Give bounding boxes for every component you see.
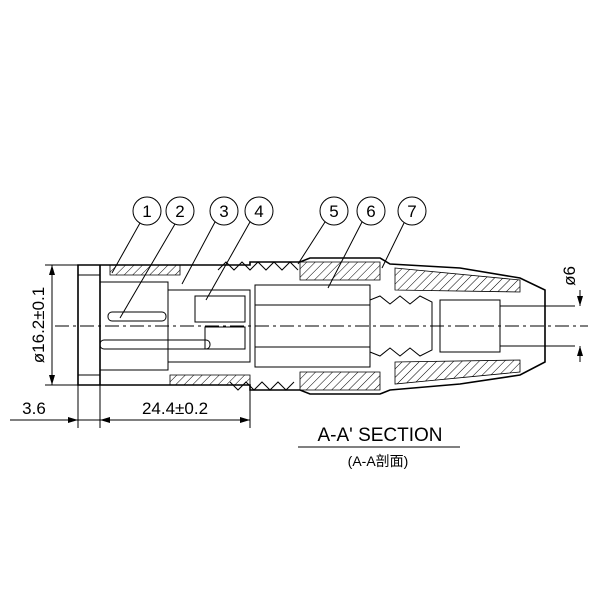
- balloon-3-label: 3: [219, 202, 228, 221]
- balloon-2: 2: [119, 196, 195, 319]
- balloon-6-label: 6: [366, 202, 375, 221]
- dimension-length-front-label: 3.6: [22, 399, 46, 418]
- balloon-2-label: 2: [175, 202, 184, 221]
- dimension-diameter-cable: ø6: [560, 266, 583, 362]
- balloon-1: 1: [111, 196, 162, 274]
- balloon-5-label: 5: [329, 202, 338, 221]
- dimension-diameter-cable-label: ø6: [560, 266, 579, 286]
- balloon-1-label: 1: [142, 202, 151, 221]
- section-subtitle: (A-A剖面): [348, 453, 409, 469]
- dimension-diameter-body-label: ø16.2±0.1: [29, 287, 48, 363]
- dimension-diameter-body: ø16.2±0.1: [29, 264, 78, 386]
- dimension-lengths: 3.6 24.4±0.2: [10, 385, 251, 428]
- section-title-block: A-A' SECTION (A-A剖面): [298, 425, 460, 469]
- balloon-4-label: 4: [254, 202, 263, 221]
- connector-body: [77, 257, 575, 395]
- balloon-4: 4: [205, 196, 274, 301]
- balloon-7-label: 7: [407, 202, 416, 221]
- section-title: A-A' SECTION: [317, 425, 442, 446]
- balloon-5: 5: [297, 196, 349, 265]
- balloon-group: 1 2 3 4 5 6 7: [111, 196, 427, 319]
- balloon-3: 3: [181, 196, 239, 285]
- balloon-7: 7: [381, 196, 427, 269]
- dimension-length-body-label: 24.4±0.2: [142, 399, 208, 418]
